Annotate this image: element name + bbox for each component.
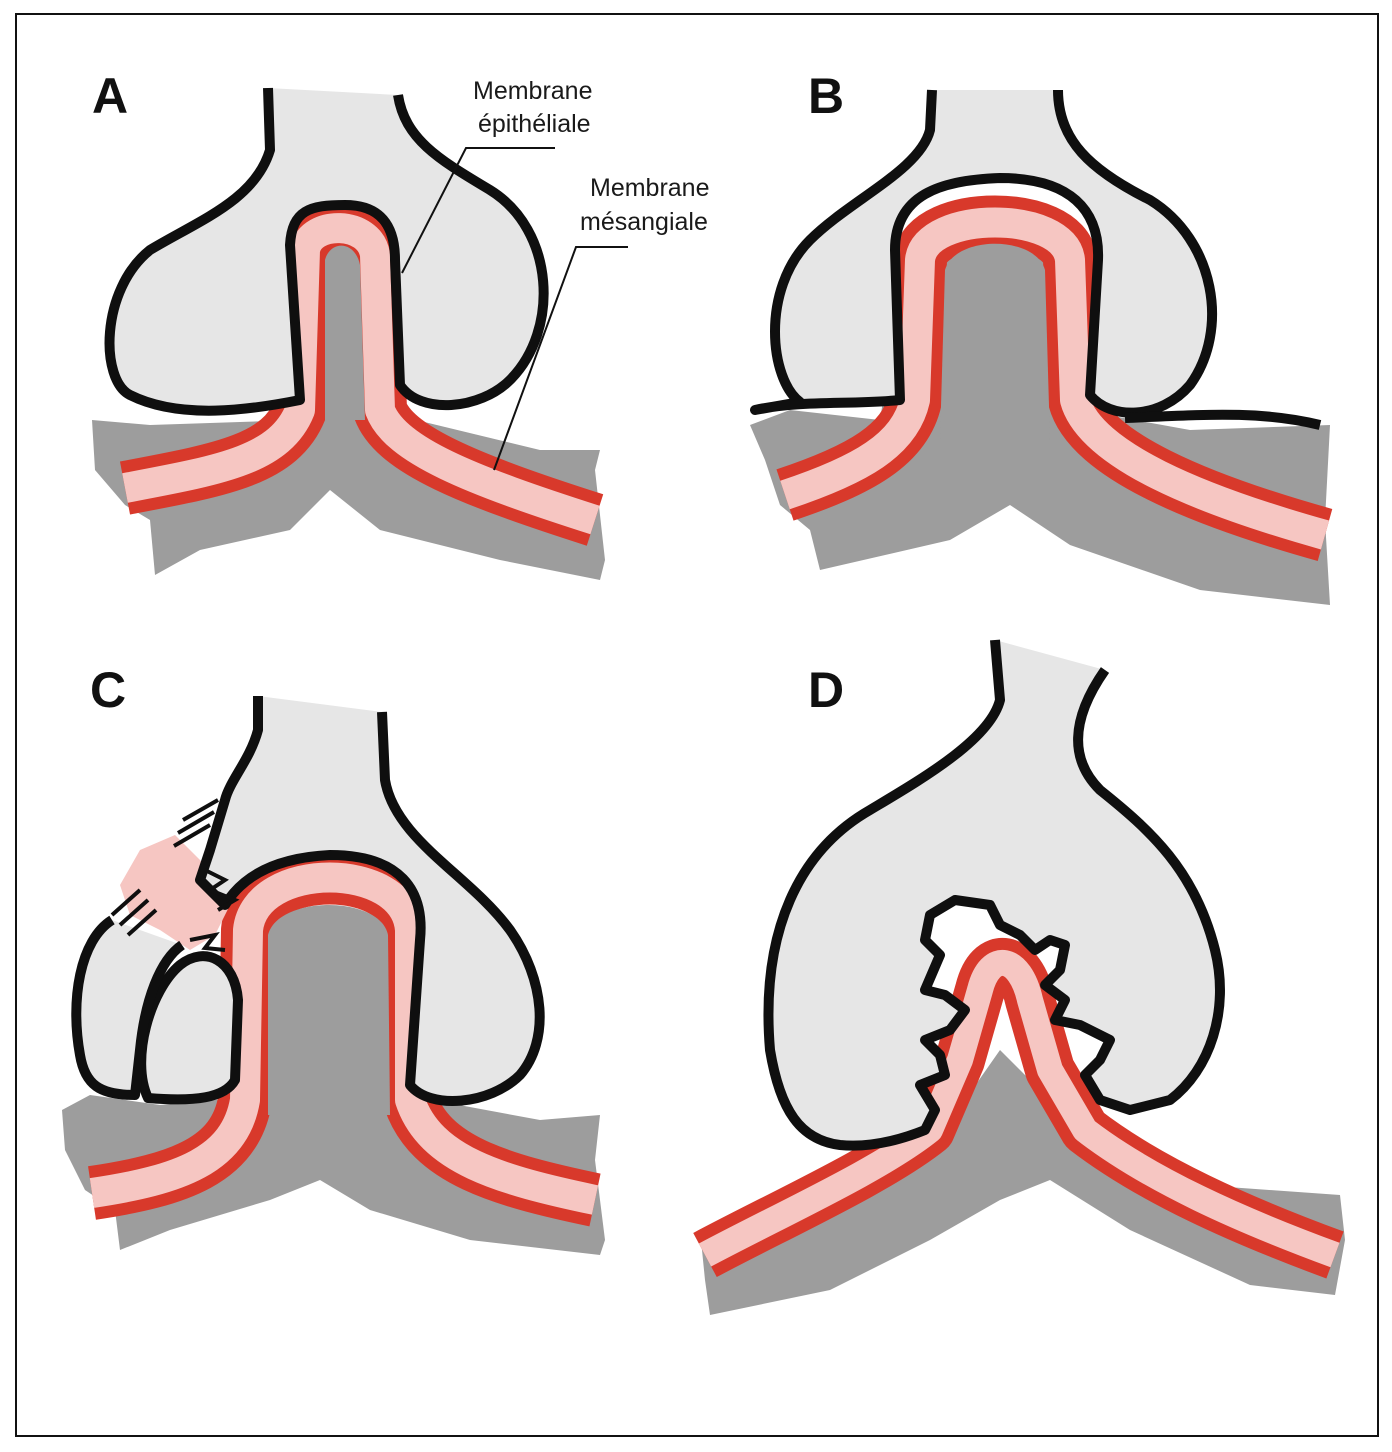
panel-d: D: [693, 639, 1345, 1315]
panel-d-letter: D: [808, 662, 844, 718]
panel-d-cell: [763, 639, 1225, 1151]
panel-c-cell: [195, 696, 545, 1106]
panel-a-capillary-core: [325, 245, 365, 420]
epithelial-label-line1: Membrane: [473, 77, 593, 105]
panel-c-rupture-mark-lower: [189, 931, 226, 952]
panel-d-mesangium: [700, 1050, 1345, 1315]
panel-a-cell: [104, 87, 549, 416]
mesangial-leader-line: [493, 246, 628, 471]
panel-a-membrane-pink: [122, 213, 600, 535]
panel-c-membrane-pink: [89, 862, 599, 1215]
panel-b: B: [750, 68, 1333, 605]
panel-c-rupture-mark: [204, 868, 240, 912]
mesangial-label-line2: mésangiale: [580, 208, 708, 236]
panel-c-letter: C: [90, 662, 126, 718]
panel-b-membrane-pink: [780, 207, 1330, 550]
panel-b-cell-base: [1124, 409, 1322, 430]
panel-b-capillary-core: [940, 243, 1050, 440]
epithelial-leader-line: [401, 147, 555, 274]
epithelial-label-line2: épithéliale: [478, 110, 591, 138]
panel-c-detached-cell: [71, 915, 186, 1100]
panel-c-hatch-left: [110, 888, 158, 937]
panel-c-hatch-top: [172, 798, 219, 848]
panel-b-letter: B: [808, 68, 844, 124]
panel-b-cell: [750, 89, 1218, 418]
panel-a-letter: A: [92, 68, 128, 124]
panel-c: C: [62, 662, 605, 1255]
panel-c-capillary-core: [268, 905, 390, 1115]
mesangial-label-line1: Membrane: [590, 174, 710, 202]
panel-d-membrane-pink: [698, 950, 1340, 1268]
panel-a: A Membrane épithéliale Membrane mésangia…: [92, 68, 710, 580]
